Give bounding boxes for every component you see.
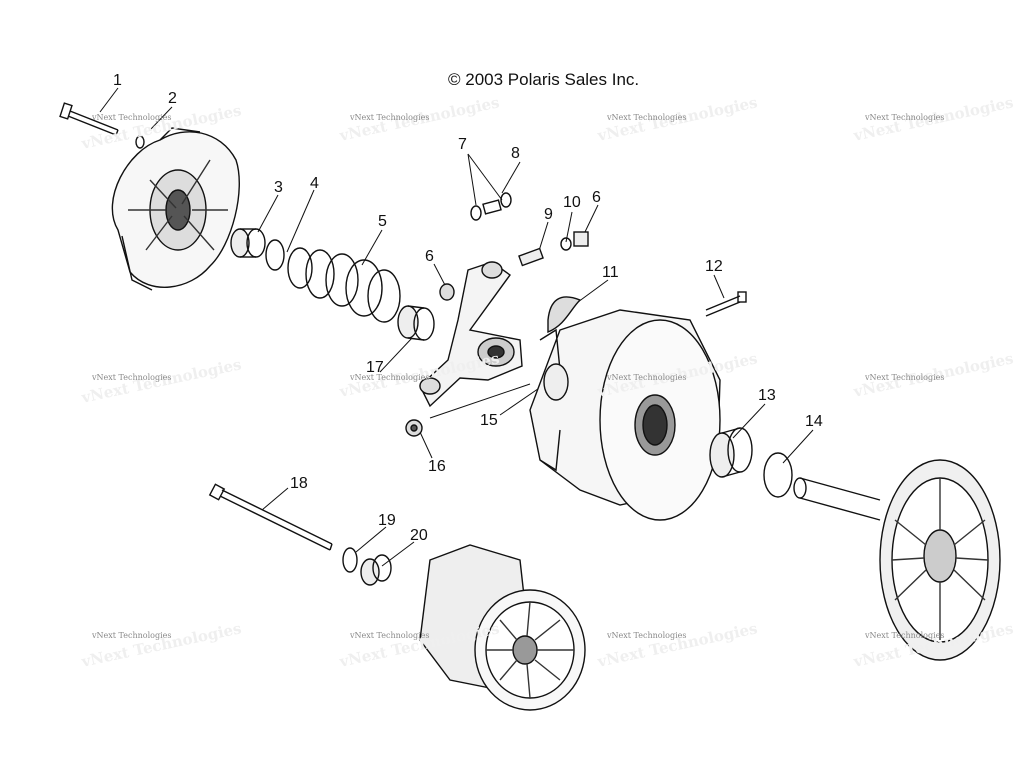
fixed-sheave [793, 459, 1001, 661]
part-19-washer [342, 547, 358, 573]
spider-arm [419, 261, 523, 408]
part-20-bushing [360, 554, 392, 586]
part-16-nut [405, 419, 423, 437]
assembled-clutch [419, 544, 586, 711]
part-9-10-6-pins [518, 231, 589, 267]
callout-16: 16 [428, 458, 446, 475]
callout-10: 10 [563, 194, 581, 211]
callout-14: 14 [805, 413, 823, 430]
part-5-spring [287, 247, 401, 323]
callout-15: 15 [480, 412, 498, 429]
callout-6-pin: 6 [592, 189, 601, 206]
callout-7: 7 [458, 136, 467, 153]
part-3-bushing [230, 228, 266, 258]
callout-18: 18 [290, 475, 308, 492]
callout-4: 4 [310, 175, 319, 192]
callout-3: 3 [274, 179, 283, 196]
copyright-notice: © 2003 Polaris Sales Inc. [448, 70, 640, 89]
part-4-ring [265, 239, 285, 271]
callout-19: 19 [378, 512, 396, 529]
watermark-text: vNext Technologies [92, 113, 172, 122]
watermark-text: vNext Technologies [607, 113, 687, 122]
callout-20: 20 [410, 527, 428, 544]
callout-1: 1 [113, 72, 122, 89]
moveable-sheave [529, 309, 721, 521]
part-12-pin [705, 291, 747, 317]
part-1-bolt [59, 102, 119, 136]
cover-plate [111, 127, 240, 291]
watermark-text: vNext Technologies [607, 373, 687, 382]
part-13-bushing [709, 427, 753, 478]
watermark-text: vNext Technologies [865, 631, 945, 640]
part-7-8-pins [470, 192, 512, 221]
part-11-weight [547, 296, 582, 334]
watermark-text: vNext Technologies [92, 631, 172, 640]
watermark-text: vNext Technologies [865, 373, 945, 382]
callout-8: 8 [511, 145, 520, 162]
watermark-text: vNext Technologies [350, 113, 430, 122]
callout-11: 11 [602, 264, 619, 281]
watermark-text: vNext Technologies [92, 373, 172, 382]
part-2-washer [135, 135, 145, 149]
watermark-text: vNext Technologies [865, 113, 945, 122]
part-6-roller [439, 283, 455, 301]
callout-5: 5 [378, 213, 387, 230]
callout-2: 2 [168, 90, 177, 107]
watermark-text: vNext Technologies [350, 373, 430, 382]
part-15-bushing [543, 363, 569, 401]
callout-13: 13 [758, 387, 776, 404]
watermark-text: vNext Technologies [350, 631, 430, 640]
callout-6-roller: 6 [425, 248, 434, 265]
part-14-ring [763, 452, 793, 498]
watermark-text: vNext Technologies [607, 631, 687, 640]
callout-17: 17 [366, 359, 384, 376]
leader-lines [99, 87, 814, 567]
part-17-cup [397, 305, 435, 341]
callout-9: 9 [544, 206, 553, 223]
part-18-bolt [208, 483, 333, 551]
callout-12: 12 [705, 258, 723, 275]
